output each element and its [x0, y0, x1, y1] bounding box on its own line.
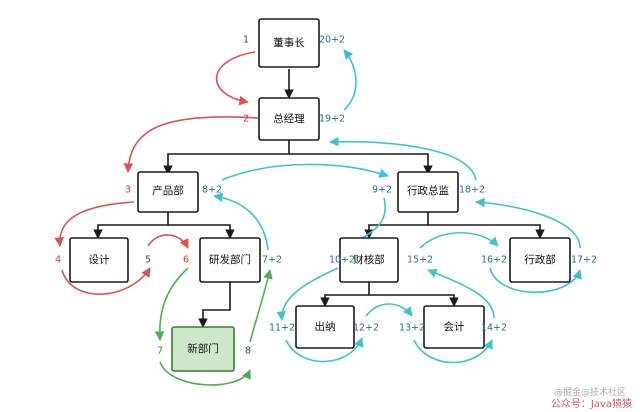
red-traversal-arcs	[54, 51, 259, 295]
node-chairman-label: 董事长	[273, 36, 305, 49]
connector-finance-accounting	[369, 294, 459, 307]
num-accounting-right: 14+2	[481, 323, 507, 334]
watermark-account: 公众号：Java猿猿	[550, 399, 632, 410]
node-product-dept-label: 产品部	[152, 184, 184, 197]
num-admin-dept-right: 17+2	[571, 255, 597, 266]
green-traversal-arcs	[154, 267, 273, 386]
num-chairman-right: 20+2	[319, 35, 345, 46]
num-finance-right: 15+2	[407, 255, 433, 266]
node-accounting: 会计	[423, 305, 485, 349]
arc-6-to-7	[154, 267, 189, 341]
arc-3-to-4	[54, 201, 135, 247]
num-cashier-right: 12+2	[353, 323, 379, 334]
node-design: 设计	[69, 237, 129, 283]
node-design-label: 设计	[89, 253, 110, 266]
num-cashier-left: 11+2	[269, 323, 295, 334]
node-general-manager-label: 总经理	[273, 112, 305, 125]
node-cashier: 出纳	[295, 305, 355, 349]
arc-15p2-to-16p2	[419, 231, 499, 249]
org-nodes: 董事长 总经理 产品部 行政总监 设计 研发部门 财核部 行政部	[69, 18, 571, 372]
tree-connectors	[93, 69, 545, 328]
num-chairman-left: 1	[243, 35, 249, 46]
node-chairman: 董事长	[258, 18, 320, 68]
arc-10p2-to-11p2	[276, 267, 339, 321]
arc-17p2-to-18p2	[475, 197, 581, 249]
num-rnd-left: 6	[183, 255, 189, 266]
arc-7-to-8	[159, 361, 251, 386]
watermark-site: @掘金@技术社区	[553, 388, 626, 398]
num-product-left: 3	[125, 185, 131, 196]
node-admin-director-label: 行政总监	[407, 184, 449, 197]
node-finance-dept-label: 财核部	[353, 253, 385, 266]
connector-product-rnd	[168, 224, 235, 239]
arc-4-to-5	[61, 267, 151, 295]
arc-13p2-to-14p2	[413, 339, 493, 364]
node-admin-dept-label: 行政部	[524, 253, 556, 266]
node-rnd-dept-label: 研发部门	[209, 253, 251, 266]
num-gm-right: 19+2	[319, 114, 345, 125]
arc-7p2-to-8p2	[213, 192, 269, 251]
num-design-left: 4	[55, 255, 61, 266]
traversal-numbers: 1 20+2 2 19+2 3 8+2 9+2 18+2 4 5 6 7+2 1…	[55, 35, 597, 357]
node-general-manager: 总经理	[258, 97, 320, 141]
arc-8p2-to-9p2	[221, 163, 389, 181]
num-product-right: 8+2	[202, 185, 222, 196]
teal-traversal-arcs	[213, 49, 582, 364]
node-new-dept: 新部门	[171, 326, 235, 372]
num-admin-dept-left: 16+2	[481, 255, 507, 266]
arc-14p2-to-15p2	[427, 268, 495, 319]
num-new-right: 8	[245, 346, 251, 357]
connector-admin-director-finance	[364, 212, 429, 239]
node-new-dept-label: 新部门	[187, 342, 219, 355]
num-rnd-right: 7+2	[262, 255, 282, 266]
arc-1-to-2	[215, 51, 256, 106]
num-gm-left: 2	[243, 114, 249, 125]
connector-product-design	[93, 212, 169, 239]
node-rnd-dept: 研发部门	[199, 237, 261, 283]
node-admin-director: 行政总监	[397, 171, 459, 213]
arc-18p2-to-19p2	[329, 136, 477, 181]
num-admin-director-right: 18+2	[459, 185, 485, 196]
arc-16p2-to-17p2	[489, 267, 582, 294]
num-admin-director-left: 9+2	[372, 185, 392, 196]
num-new-left: 7	[157, 346, 163, 357]
connector-admin-director-admin-dept	[428, 224, 545, 239]
num-accounting-left: 13+2	[399, 323, 425, 334]
arc-11p2-to-12p2	[285, 337, 364, 363]
arc-5-to-6	[147, 234, 189, 249]
node-accounting-label: 会计	[444, 320, 465, 333]
connector-gm-product	[163, 140, 290, 175]
connector-finance-cashier	[320, 282, 370, 307]
node-admin-dept: 行政部	[509, 237, 571, 283]
node-cashier-label: 出纳	[315, 320, 336, 333]
arc-2-to-3	[123, 116, 259, 173]
num-finance-left: 10+2	[329, 255, 355, 266]
connector-gm-admin-director	[289, 153, 433, 175]
arc-19p2-to-20p2	[343, 49, 357, 111]
num-design-right: 5	[145, 255, 151, 266]
node-product-dept: 产品部	[137, 171, 199, 213]
node-finance-dept: 财核部	[339, 237, 399, 283]
arc-12p2-to-13p2	[365, 303, 413, 317]
connector-rnd-new	[198, 282, 231, 328]
arc-8-to-7p2	[249, 269, 273, 343]
